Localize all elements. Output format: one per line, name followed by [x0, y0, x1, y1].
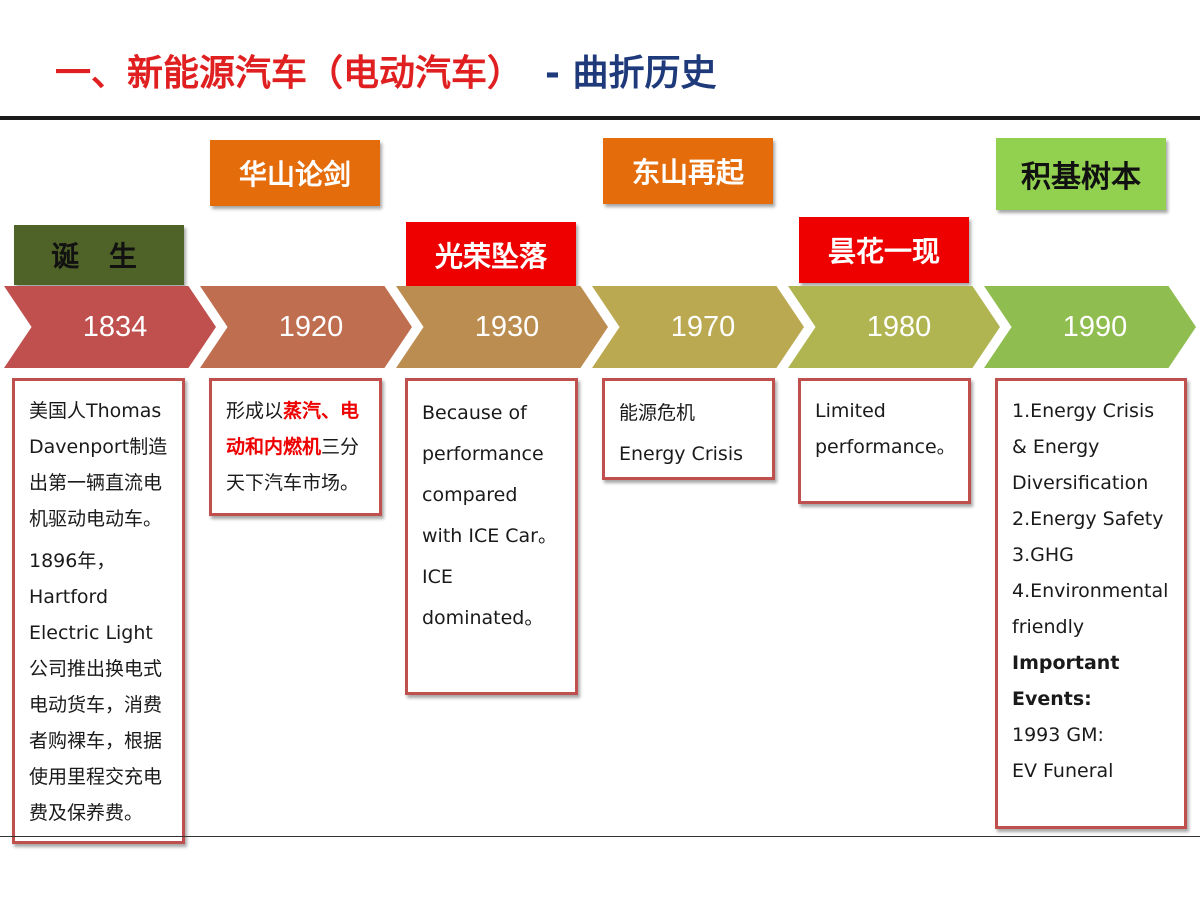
card-1834-p2: 1896年，Hartford Electric Light公司推出换电式电动货车…	[29, 550, 163, 824]
label-1990: 积基树本	[996, 138, 1166, 210]
card-1990: 1.Energy Crisis & Energy Diversification…	[995, 378, 1187, 829]
title-sub: 曲折历史	[572, 53, 717, 94]
card-1990-p6: 1993 GM:	[1012, 724, 1104, 746]
card-1990-p7: EV Funeral	[1012, 760, 1114, 782]
timeline-1930: 1930	[396, 286, 608, 368]
card-1834-p1: 美国人Thomas Davenport制造出第一辆直流电机驱动电动车。	[29, 400, 168, 530]
card-1970-p2: Energy Crisis	[619, 443, 743, 465]
card-1930-p2: ICE dominated。	[422, 566, 544, 629]
top-divider	[0, 116, 1200, 120]
card-1990-p5: Important Events:	[1012, 652, 1120, 710]
card-1990-p2: 2.Energy Safety	[1012, 508, 1164, 530]
label-1930: 光荣坠落	[406, 222, 576, 288]
page-title: 一、新能源汽车（电动汽车）- 曲折历史	[55, 46, 717, 102]
card-1970: 能源危机 Energy Crisis	[602, 378, 775, 480]
timeline-1990: 1990	[984, 286, 1196, 368]
timeline-1920: 1920	[200, 286, 412, 368]
label-birth: 诞 生	[14, 225, 184, 285]
title-main: 一、新能源汽车（电动汽车）	[55, 53, 524, 94]
timeline-1970: 1970	[592, 286, 804, 368]
card-1920: 形成以蒸汽、电动和内燃机三分天下汽车市场。	[209, 378, 382, 516]
timeline-1980: 1980	[788, 286, 1000, 368]
label-1970: 东山再起	[603, 138, 773, 204]
card-1920-post: 三分天下汽车市场。	[226, 436, 360, 494]
card-1980: Limited performance。	[798, 378, 971, 504]
title-dash: -	[545, 53, 560, 94]
card-1990-p3: 3.GHG	[1012, 544, 1074, 566]
card-1980-p1: Limited performance。	[815, 400, 956, 458]
bottom-divider	[0, 836, 1200, 837]
card-1920-text: 形成以蒸汽、电动和内燃机三分天下汽车市场。	[226, 393, 365, 501]
timeline-1834: 1834	[4, 286, 216, 368]
label-1980: 昙花一现	[799, 217, 969, 283]
card-1990-p1: 1.Energy Crisis & Energy Diversification	[1012, 400, 1155, 494]
card-1920-highlight: 蒸汽、电动和内燃机	[226, 400, 360, 458]
card-1930-p1: Because of performance compared with ICE…	[422, 402, 557, 547]
card-1990-p4: 4.Environmental friendly	[1012, 580, 1169, 638]
card-1970-p1: 能源危机	[619, 402, 696, 424]
card-1930: Because of performance compared with ICE…	[405, 378, 578, 695]
card-1834: 美国人Thomas Davenport制造出第一辆直流电机驱动电动车。 1896…	[12, 378, 185, 844]
label-1920: 华山论剑	[210, 140, 380, 206]
card-1920-pre: 形成以	[226, 400, 284, 422]
